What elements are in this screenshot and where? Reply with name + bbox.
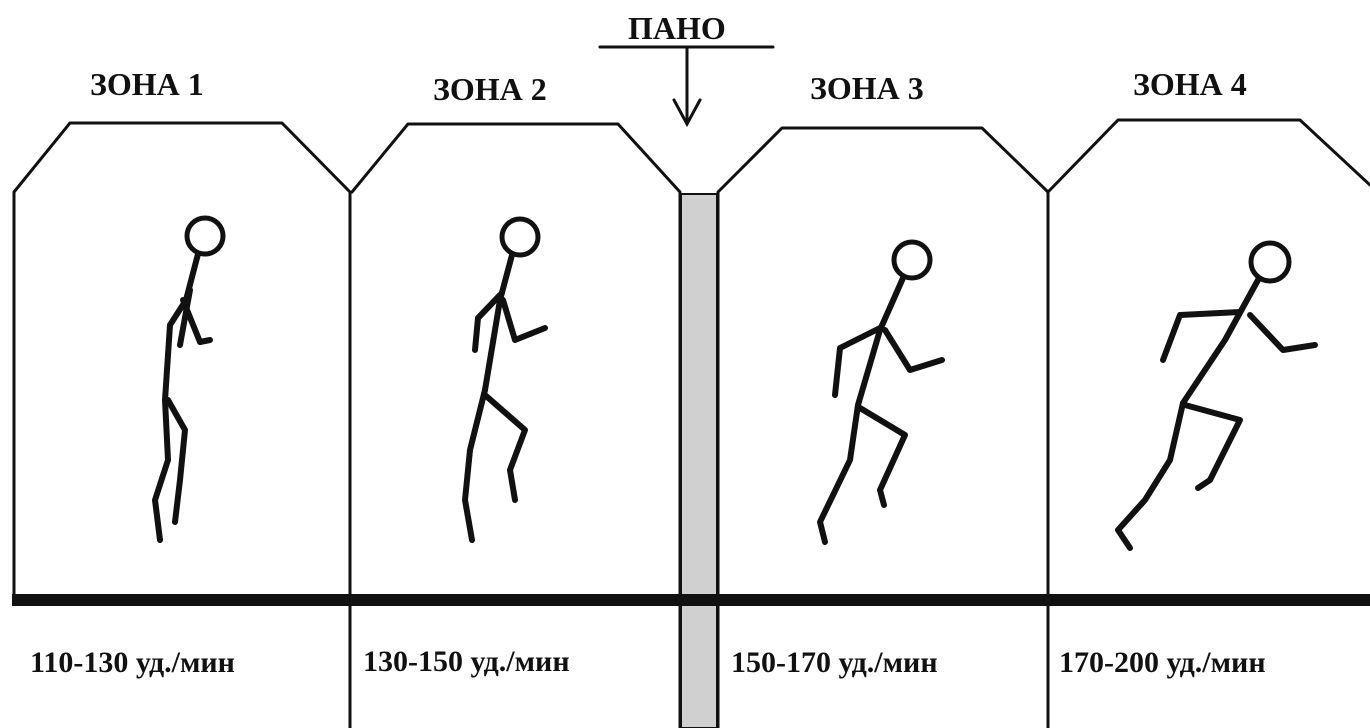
pano-title: ПАНО (628, 10, 726, 46)
zone-4-booth (1046, 118, 1370, 194)
figure-torso (162, 251, 201, 403)
zone-3-title: ЗОНА 3 (810, 70, 924, 106)
figure-leg (152, 397, 171, 543)
pano-panel (680, 193, 718, 728)
figure-leg (1182, 402, 1243, 491)
zone-1-title: ЗОНА 1 (90, 66, 204, 102)
figure-arm (1160, 309, 1243, 363)
figure-arm (1247, 312, 1318, 353)
pano-arrow-head (672, 98, 702, 128)
figure-arm (180, 297, 213, 345)
figure-head (499, 216, 541, 258)
zone-3-rate: 150-170 уд./мин (731, 646, 938, 679)
zone-3-booth (716, 126, 1050, 728)
figure-leg (857, 405, 908, 508)
zone-2-title: ЗОНА 2 (433, 71, 547, 107)
figure-arm (500, 297, 548, 343)
zone-1-booth (12, 121, 352, 728)
figure-leg (165, 397, 188, 525)
figure-head (184, 215, 226, 257)
figure-leg (462, 387, 488, 543)
figure-torso (855, 275, 906, 408)
figure-leg (482, 392, 528, 503)
sprinting-figure (1115, 240, 1318, 551)
figure-leg (1115, 400, 1186, 551)
figure-head (891, 239, 933, 281)
figure-torso (1180, 277, 1261, 406)
zone-1-rate: 110-130 уд./мин (30, 646, 235, 679)
walking-figure (152, 215, 226, 543)
figure-arm (832, 325, 883, 398)
zone-4-title: ЗОНА 4 (1133, 66, 1247, 102)
figure-head (1248, 240, 1292, 284)
running-figure (817, 239, 945, 545)
figure-arm (882, 327, 945, 373)
figure-leg (817, 402, 861, 545)
figure-arm (472, 292, 503, 353)
figure-arm (177, 287, 193, 348)
zone-2-rate: 130-150 уд./мин (363, 645, 570, 678)
zone-4-rate: 170-200 уд./мин (1059, 646, 1266, 679)
jogging-figure (462, 216, 548, 543)
